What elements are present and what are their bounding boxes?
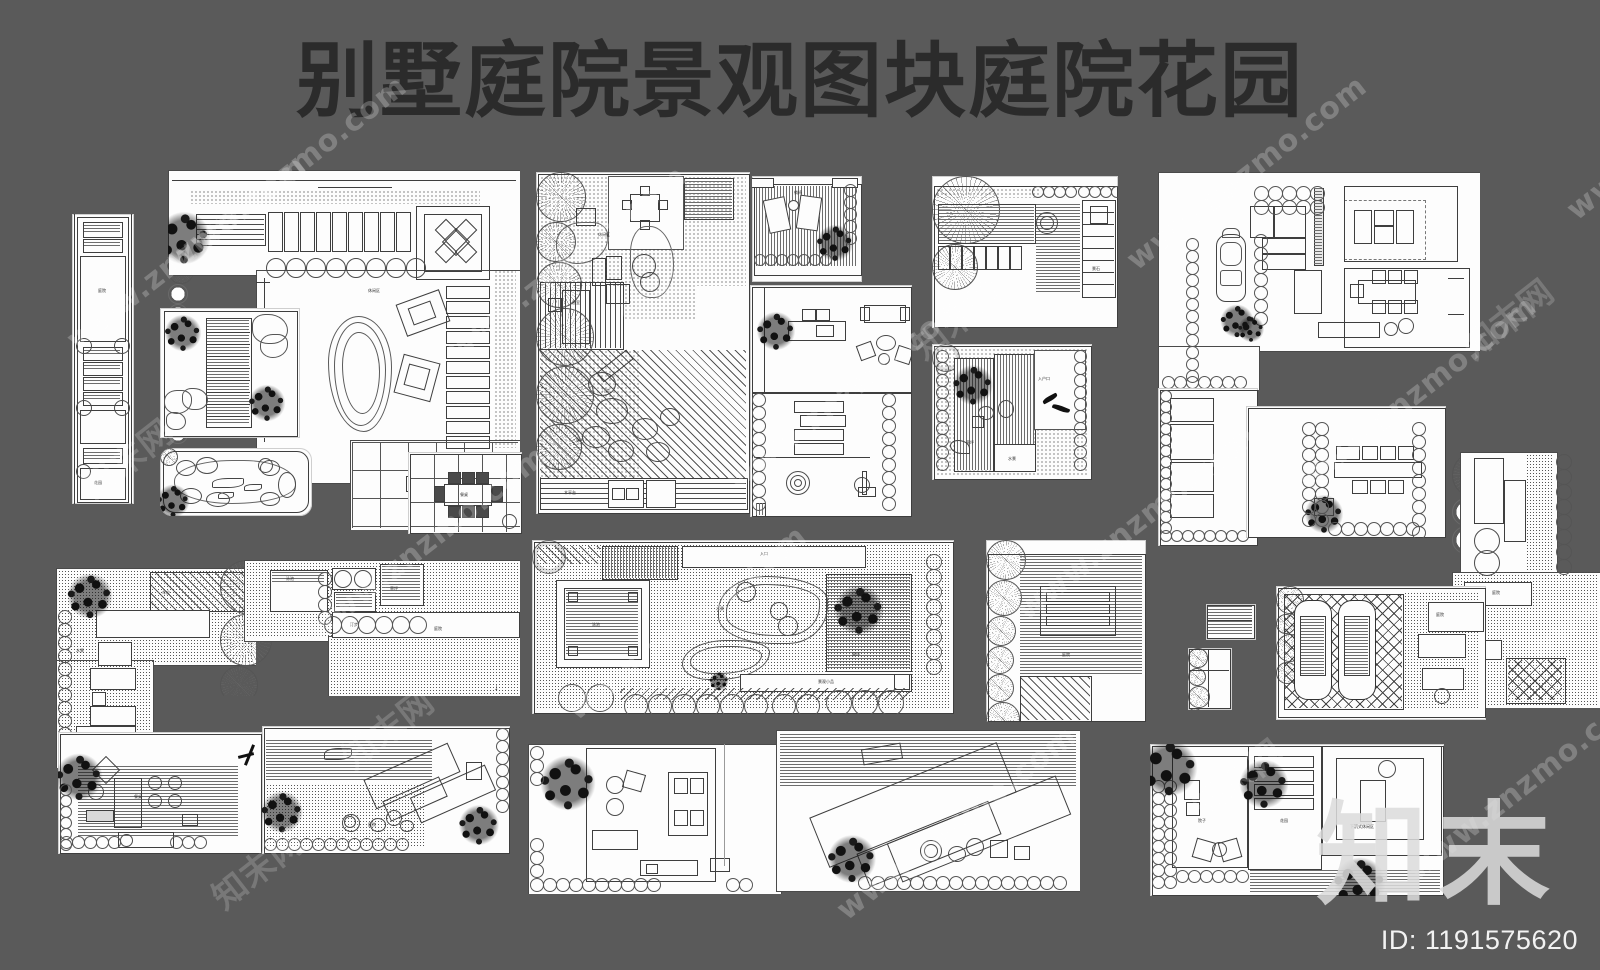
panel-deck-lounge-lower: 庭院 [262,726,510,854]
panel-koi-pond-block [160,448,312,516]
panel-fish-pond-courtyard: 入户口 草坪 水景 [932,344,1092,480]
panel-double-garage-plan: 庭院 [1276,586,1486,720]
panel-terrace-dining-lower: 餐桌 [58,732,262,854]
panel-sun-deck-block: 躺椅 [752,176,862,282]
asset-id-label: ID: 1191575620 [1380,925,1578,955]
panel-stair-block [1206,604,1256,640]
panel-side-lounge-block [160,308,300,438]
panel-large-freeform-pool-plan: 入口 泳池 水景 草坪 景观小品 [532,540,954,714]
panel-planter-block [1188,648,1232,710]
panel-driveway-entry-plan [1158,172,1480,390]
panel-pool-lawn-plan: 泳池 草坪 汀步 庭院 ↓ ↓ [220,560,520,696]
panel-lower-center-villa-plan [528,730,1080,894]
panel-lawn-pergola-plan: 景石 [932,176,1118,328]
panel-dining-terrace-block: 餐桌 [408,452,522,534]
panel-narrow-strip-plan-left: 庭院 花园 [72,214,134,504]
panel-lower-right-villa-plan: 院子 花园 下沉式休闲区 [1150,744,1444,896]
panel-rock-garden-plan: 汀步 卵石 木平台 休闲区 卧室 [536,172,750,514]
panel-long-table-garden [1246,406,1446,538]
panel-wood-deck-courtyard: 庭院 [986,540,1146,722]
panel-living-terrace-block [750,285,912,517]
panel-driveway-lower-wing [1158,388,1258,546]
